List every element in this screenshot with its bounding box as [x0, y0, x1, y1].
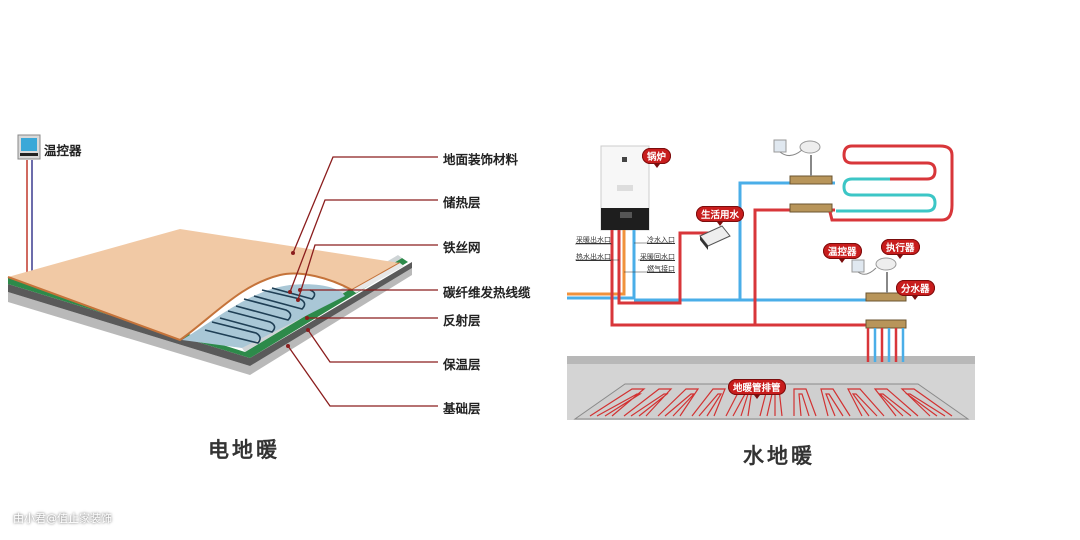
tag-floor-pipes: 地暖管排管	[728, 379, 786, 399]
sink-icon	[699, 225, 731, 250]
port-label-gas: 燃气接口	[647, 265, 675, 273]
gas-pipe	[567, 230, 626, 296]
floor-pipe-loop	[589, 388, 646, 417]
layer-label-reflective: 反射层	[443, 313, 481, 328]
thermostat-label: 温控器	[44, 143, 82, 158]
heating-cable-area	[182, 284, 345, 348]
electric-heating-title: 电地暖	[208, 438, 280, 462]
floor-finish-edge	[7, 272, 353, 342]
tag-thermostat: 温控器	[823, 243, 862, 263]
upper-heating-loop	[828, 144, 954, 222]
floor-pipe-loop	[847, 388, 885, 417]
port-label-heating-out: 采暖出水口	[576, 236, 611, 244]
manifold-down-pipes	[866, 328, 905, 362]
tag-boiler: 锅炉	[642, 148, 672, 168]
layer-label-floor-finish: 地面装饰材料	[443, 152, 519, 167]
floor-pipe-loop	[793, 388, 817, 417]
floor-slab-top	[567, 356, 975, 364]
floor-pipe-loop	[900, 388, 953, 417]
layer-label-heating-cable: 碳纤维发热线缆	[443, 285, 531, 300]
floor-pipe-loop	[691, 388, 726, 417]
floor-pipe-bed	[573, 383, 970, 420]
cold-water-in-pipe	[567, 230, 636, 300]
floor-pipe-loop	[820, 388, 851, 417]
insulation-layer	[8, 262, 412, 366]
boiler-icon	[600, 145, 650, 231]
distribution-manifold-icon	[851, 257, 907, 329]
cold-water-main	[634, 181, 835, 302]
floor-pipe-loop	[657, 388, 700, 417]
floor-pipe-loop	[623, 388, 673, 417]
tag-actuator: 执行器	[881, 239, 920, 259]
port-label-heating-return: 采暖回水口	[640, 253, 675, 261]
thermostat-icon	[17, 134, 41, 160]
leader-lines	[287, 156, 438, 407]
port-label-hot-water-out: 热水出水口	[576, 253, 611, 261]
tag-manifold: 分水器	[896, 280, 935, 300]
layer-label-insulation: 保温层	[443, 357, 481, 372]
carbon-fiber-heating-cable	[204, 287, 316, 344]
thermal-storage-layer	[352, 263, 404, 293]
hot-water-out	[617, 230, 712, 305]
layer-label-wire-mesh: 铁丝网	[443, 240, 481, 255]
port-label-cold-water-in: 冷水入口	[647, 236, 675, 244]
watermark: 由小君@值止家装饰	[13, 512, 112, 525]
water-heating-title: 水地暖	[743, 444, 815, 468]
upper-manifold-icon	[773, 139, 833, 213]
boiler-pipes	[567, 181, 885, 327]
base-layer	[8, 268, 412, 375]
layer-label-base: 基础层	[443, 401, 481, 416]
layer-label-thermal-storage: 储热层	[443, 195, 481, 210]
floor-pipe-loop	[873, 388, 919, 417]
reflective-green-layer	[8, 258, 408, 358]
tag-domestic-water: 生活用水	[696, 206, 745, 226]
